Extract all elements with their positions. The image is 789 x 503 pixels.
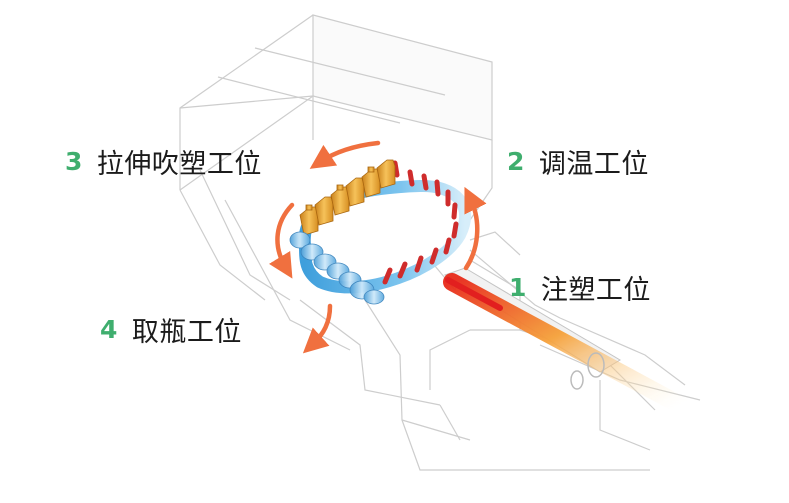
machine-frame	[179, 14, 701, 471]
station-4-number: 4	[100, 315, 118, 344]
finished-bottles	[289, 231, 385, 305]
station-3-text: 拉伸吹塑工位	[96, 149, 262, 180]
arrow-right	[463, 186, 487, 271]
station-2-text: 调温工位	[538, 149, 649, 180]
arrow-left	[268, 202, 295, 279]
station-2-label: 2 调温工位	[507, 142, 649, 181]
station-4-text: 取瓶工位	[131, 317, 242, 348]
station-1-number: 1	[509, 273, 527, 302]
injection-barrel	[443, 267, 689, 414]
station-3-number: 3	[65, 147, 83, 176]
arrow-bottom	[302, 303, 333, 354]
station-1-text: 注塑工位	[540, 275, 651, 306]
arrow-top	[309, 140, 381, 169]
station-4-label: 4 取瓶工位	[100, 310, 242, 349]
blow-molded-bottles	[299, 159, 396, 236]
preforms	[382, 160, 459, 285]
rotation-arrows	[268, 140, 487, 354]
station-1-label: 1 注塑工位	[509, 268, 651, 307]
station-2-number: 2	[507, 147, 525, 176]
station-3-label: 3 拉伸吹塑工位	[65, 142, 262, 181]
